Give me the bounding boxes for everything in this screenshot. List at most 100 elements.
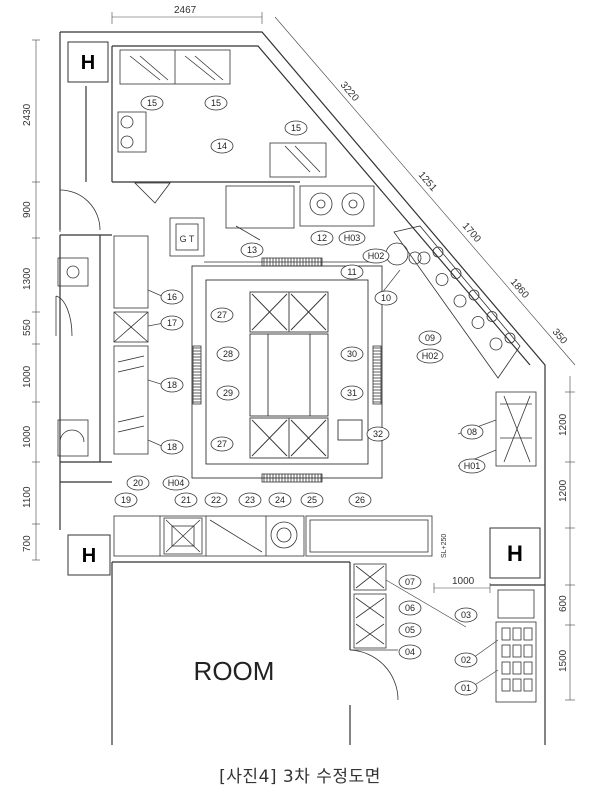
tag-t30-label: 30: [347, 349, 357, 359]
tag-t20: 20: [126, 475, 150, 491]
tag-h02b: H02: [416, 348, 444, 364]
tag-t19: 19: [114, 492, 138, 508]
tag-t18a: 18: [160, 377, 184, 393]
tag-t12: 12: [310, 230, 334, 246]
tag-t05: 05: [398, 622, 422, 638]
tag-t22: 22: [204, 492, 228, 508]
sink-label: G T: [180, 234, 195, 244]
tag-t18a-label: 18: [167, 380, 177, 390]
tag-t31: 31: [340, 385, 364, 401]
tag-t29: 29: [216, 385, 240, 401]
elevator-left-label: H: [82, 545, 96, 567]
tag-t13-label: 13: [247, 245, 257, 255]
tag-t27b-label: 27: [217, 439, 227, 449]
dim-left-2: 900: [22, 201, 33, 218]
tag-h02a-label: H02: [368, 251, 385, 261]
tag-h02a: H02: [362, 248, 390, 264]
tag-t01-label: 01: [461, 683, 471, 693]
tag-t22-label: 22: [211, 495, 221, 505]
dim-left-7: 1100: [22, 486, 33, 508]
tag-t08: 08: [460, 424, 484, 440]
tag-t02: 02: [454, 652, 478, 668]
tag-t04-label: 04: [405, 647, 415, 657]
doors: [55, 189, 399, 701]
dim-left-3: 1300: [22, 267, 33, 290]
dim-left-1: 2430: [22, 103, 33, 126]
tag-h04: H04: [162, 475, 190, 491]
elevator-right-label: H: [507, 541, 523, 566]
elevator-right: H: [489, 527, 541, 579]
figure-caption: [사진4] 3차 수정도면: [219, 767, 381, 787]
tag-t15c-label: 15: [291, 123, 301, 133]
tag-t06-label: 06: [405, 603, 415, 613]
tag-t29-label: 29: [223, 388, 233, 398]
tag-t25: 25: [300, 492, 324, 508]
tag-t21-label: 21: [181, 495, 191, 505]
dim-small-note: SL+250: [441, 534, 448, 558]
tag-t32-label: 32: [373, 429, 383, 439]
walls: [59, 31, 546, 745]
tag-t10: 10: [374, 290, 398, 306]
elevator-left: H: [67, 534, 111, 576]
tag-t16: 16: [160, 289, 184, 305]
tag-t16-label: 16: [167, 292, 177, 302]
bottom-counter: [113, 515, 433, 557]
tag-t18b-label: 18: [167, 442, 177, 452]
storage-equipment: [117, 49, 327, 204]
tag-t32: 32: [366, 426, 390, 442]
dim-diag-2: 1251: [416, 170, 439, 194]
tag-t24-label: 24: [275, 495, 285, 505]
dim-right-2: 1200: [558, 479, 569, 502]
tag-t12-label: 12: [317, 233, 327, 243]
tag-h04-label: H04: [168, 478, 185, 488]
tag-t27a-label: 27: [217, 310, 227, 320]
room-label: ROOM: [194, 656, 275, 686]
tag-t10-label: 10: [381, 293, 391, 303]
tag-t27a: 27: [210, 307, 234, 323]
tag-t15a: 15: [140, 95, 164, 111]
tag-t06: 06: [398, 600, 422, 616]
tag-t23: 23: [238, 492, 262, 508]
tag-t28-label: 28: [223, 349, 233, 359]
tag-t30: 30: [340, 346, 364, 362]
tag-h02b-label: H02: [422, 351, 439, 361]
dim-bottom-opening: 1000: [452, 576, 475, 587]
dim-left-8: 700: [22, 535, 33, 552]
dim-diag-3: 1700: [460, 221, 483, 245]
tag-t14: 14: [210, 138, 234, 154]
dim-diag-4: 1860: [508, 277, 531, 301]
tag-t07: 07: [398, 574, 422, 590]
tag-t02-label: 02: [461, 655, 471, 665]
tag-t07-label: 07: [405, 577, 415, 587]
tag-t13: 13: [240, 242, 264, 258]
tag-t19-label: 19: [121, 495, 131, 505]
tag-t14-label: 14: [217, 141, 227, 151]
dim-left-4: 550: [22, 319, 33, 336]
tag-h03-label: H03: [344, 233, 361, 243]
tag-h01: H01: [458, 458, 486, 474]
dimension-lines: [32, 12, 576, 701]
tag-t05-label: 05: [405, 625, 415, 635]
dim-diag-1: 3220: [338, 80, 361, 104]
tag-h01-label: H01: [464, 461, 481, 471]
tag-t08-label: 08: [467, 427, 477, 437]
tag-t01: 01: [454, 680, 478, 696]
tag-t15c: 15: [284, 120, 308, 136]
tag-t26-label: 26: [355, 495, 365, 505]
tag-t17-label: 17: [167, 318, 177, 328]
tag-t24: 24: [268, 492, 292, 508]
tag-t23-label: 23: [245, 495, 255, 505]
tag-h03: H03: [338, 230, 366, 246]
tag-t31-label: 31: [347, 388, 357, 398]
tag-t26: 26: [348, 492, 372, 508]
dim-left-6: 1000: [22, 425, 33, 448]
tag-t03: 03: [454, 607, 478, 623]
dim-right-3: 600: [558, 595, 569, 612]
dim-top-width: 2467: [174, 5, 197, 16]
tag-t09: 09: [418, 330, 442, 346]
tag-t25-label: 25: [307, 495, 317, 505]
equipment-right-lower: [353, 563, 537, 703]
tag-t09-label: 09: [425, 333, 435, 343]
tag-t28: 28: [216, 346, 240, 362]
